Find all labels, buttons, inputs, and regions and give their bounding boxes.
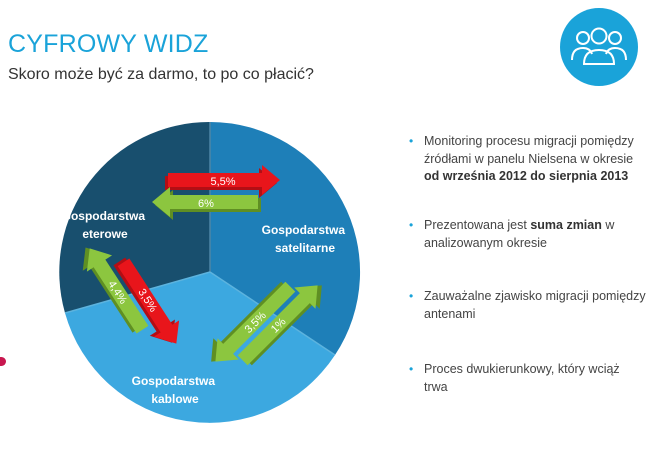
bullet-dot: • [409, 362, 414, 376]
bullet-item: • Monitoring procesu migracji pomiędzy ź… [409, 134, 634, 183]
arrow-label: 6% [198, 198, 214, 210]
arrow-eterowe-to-satelitarne: 5,5% [165, 165, 280, 198]
arrow-label: 5,5% [210, 176, 235, 188]
migration-diagram: Gospodarstwa eterowe Gospodarstwa sateli… [59, 121, 361, 423]
segment-label-kablowe: Gospodarstwa kablowe [132, 374, 219, 406]
segment-label-satelitarne: Gospodarstwa satelitarne [262, 223, 349, 255]
arrow-satelitarne-to-eterowe: 6% [152, 187, 261, 220]
arrow-kablowe-to-satelitarne: 1% [237, 285, 322, 366]
slide-subtitle: Skoro może być za darmo, to po co płacić… [8, 66, 314, 83]
people-group-icon [560, 8, 638, 86]
bullet-dot: • [409, 218, 414, 232]
bullet-item: • Prezentowana jest suma zmian w analizo… [409, 218, 615, 250]
slide-edge-marker [0, 357, 6, 366]
segment-label-eterowe: Gospodarstwa eterowe [62, 209, 149, 241]
bullet-dot: • [409, 289, 414, 303]
slide-title: CYFROWY WIDZ [8, 30, 209, 58]
bullet-item: • Zauważalne zjawisko migracji pomiędzy … [409, 289, 646, 321]
bullet-item: • Proces dwukierunkowy, który wciąż trwa [409, 362, 620, 394]
bullet-dot: • [409, 134, 414, 148]
